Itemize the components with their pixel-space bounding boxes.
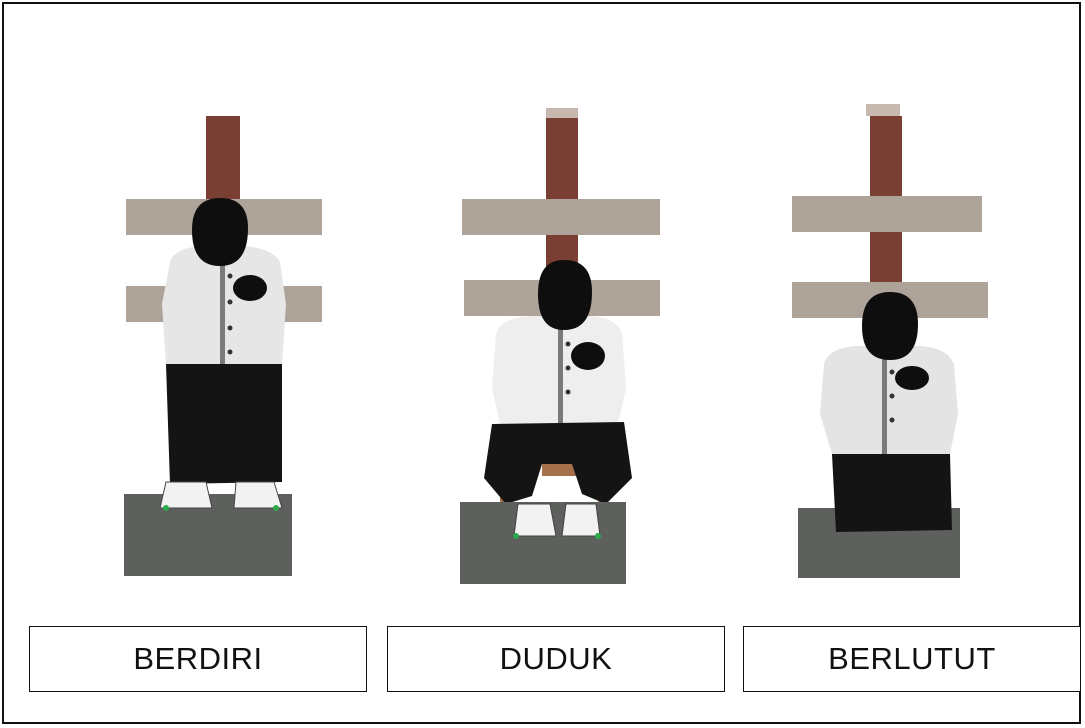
aim-mark-icon [233,275,267,301]
pants [832,454,952,532]
upper-board [792,196,982,232]
pants [166,364,282,484]
target-post [206,116,240,204]
sitting-target-figure [460,108,660,584]
kneeling-target-figure [792,104,988,578]
shirt-placket [220,252,225,364]
label-berlutut: BERLUTUT [743,626,1081,692]
aim-mark-icon [895,366,929,390]
button [227,273,233,279]
button [565,389,571,395]
shoe-left [159,481,213,509]
shoe-detail [163,505,169,511]
button [889,369,895,375]
standing-target-figure [124,116,322,576]
button [227,349,233,355]
shirt [820,346,958,454]
shirt-placket [882,350,887,454]
upper-board [462,199,660,235]
button [227,325,233,331]
head [192,198,248,266]
label-berdiri-text: BERDIRI [133,641,263,676]
shirt-placket [558,322,563,424]
shoe-left [513,503,557,537]
pants [484,422,632,504]
label-berlutut-text: BERLUTUT [828,641,996,676]
post-cap [866,104,900,116]
label-duduk-text: DUDUK [499,641,613,676]
button [227,299,233,305]
shoe-detail [595,533,601,539]
shoe-detail [273,505,279,511]
shoe-right [561,503,601,537]
head [538,260,592,330]
aim-mark-icon [571,342,605,370]
shoe-right [233,481,283,509]
post-cap [546,108,578,118]
label-duduk: DUDUK [387,626,725,692]
label-berdiri: BERDIRI [29,626,367,692]
button [889,417,895,423]
button [565,341,571,347]
button [889,393,895,399]
head [862,292,918,360]
button [565,365,571,371]
shoe-detail [513,533,519,539]
